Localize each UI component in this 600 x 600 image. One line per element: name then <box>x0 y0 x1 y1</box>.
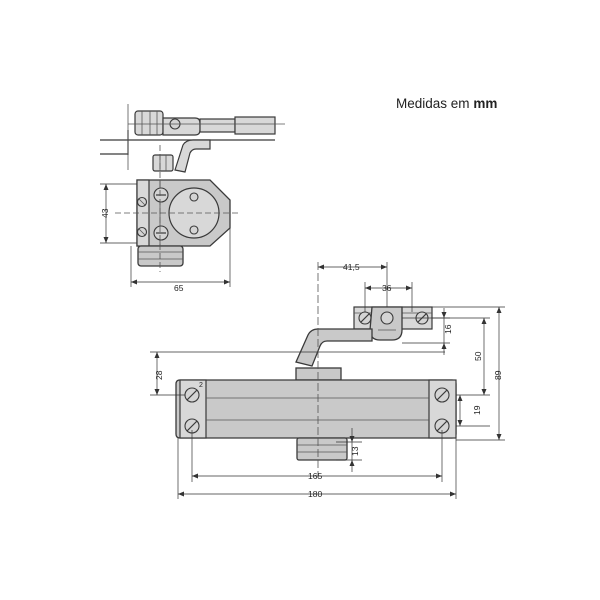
dim-89-label: 89 <box>493 370 503 380</box>
dim-165-label: 165 <box>308 471 322 481</box>
dim-65-label: 65 <box>174 283 184 293</box>
front-view: 2 41,5 36 16 50 <box>150 262 505 499</box>
top-view: 43 65 <box>100 104 285 293</box>
dim-16-label: 16 <box>443 324 453 334</box>
dim-13-label: 13 <box>350 446 360 456</box>
dim-19-label: 19 <box>472 405 482 415</box>
caption-prefix: Medidas em <box>396 96 470 111</box>
dim-180-label: 180 <box>308 489 322 499</box>
dim-41-5-label: 41,5 <box>343 262 360 272</box>
dim-43-label: 43 <box>100 208 110 218</box>
caption-unit: mm <box>473 96 498 111</box>
units-caption: Medidas em mm <box>396 96 497 111</box>
dim-36-label: 36 <box>382 283 392 293</box>
dim-28-label: 28 <box>154 370 164 380</box>
body-marker: 2 <box>199 382 203 389</box>
dim-50-label: 50 <box>473 351 483 361</box>
